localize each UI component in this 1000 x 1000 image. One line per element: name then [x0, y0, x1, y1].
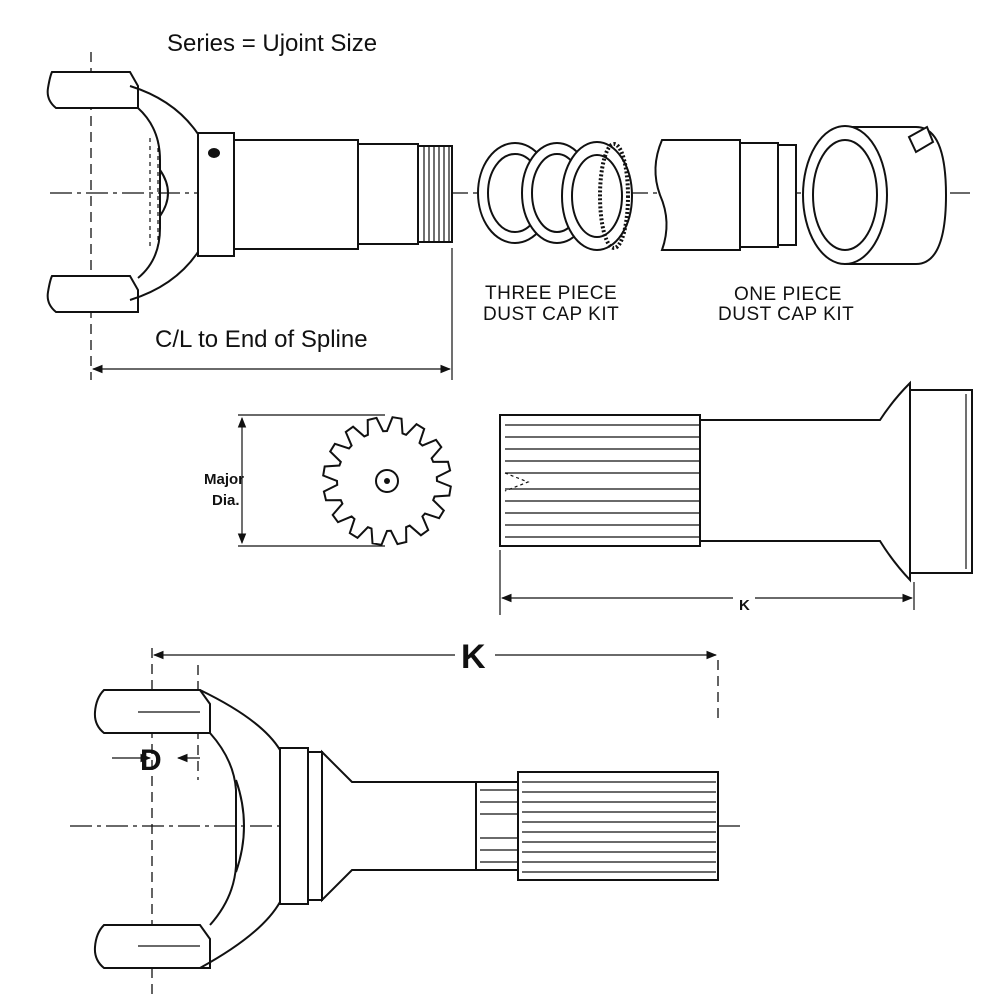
- one-piece-label-line2: DUST CAP KIT: [718, 304, 854, 325]
- spline-center-dot: [384, 478, 390, 484]
- top-yoke-inner: [137, 107, 161, 279]
- bottom-yoke-inner: [209, 732, 237, 926]
- three-piece-cap-inner: [571, 154, 623, 238]
- one-piece-shaft-step: [739, 142, 779, 248]
- one-piece-shaft-section: [654, 139, 741, 251]
- three-piece-dust-cap-kit-drawing: THREE PIECE DUST CAP KIT: [477, 141, 633, 325]
- one-piece-label-line1: ONE PIECE: [734, 284, 842, 305]
- bottom-spline-teeth: [522, 781, 716, 873]
- three-piece-label-line1: THREE PIECE: [485, 283, 617, 304]
- top-yoke-upper-ear: [46, 71, 139, 109]
- top-slip-yoke-drawing: C/L to End of Spline: [46, 52, 970, 380]
- bottom-spline-runout-teeth: [480, 789, 518, 863]
- cl-to-end-of-spline-label: C/L to End of Spline: [155, 326, 368, 353]
- three-piece-cap-knurl: [598, 142, 630, 250]
- d-dimension-label: D: [140, 744, 162, 777]
- top-yoke-cross: [159, 169, 169, 217]
- one-piece-grease-fitting: [907, 125, 935, 154]
- one-piece-cap-face: [802, 125, 888, 265]
- top-barrel: [233, 139, 359, 250]
- stub-k-label-background: [733, 590, 755, 610]
- three-piece-cap: [561, 141, 633, 251]
- bottom-yoke-arms: [199, 689, 281, 969]
- major-dia-label-line2: Dia.: [212, 492, 240, 509]
- one-piece-dust-cap-kit-drawing: ONE PIECE DUST CAP KIT: [654, 125, 948, 325]
- top-thread-lines: [423, 146, 450, 242]
- major-dia-label-line1: Major: [204, 471, 244, 488]
- top-threaded-end: [417, 145, 453, 243]
- bottom-spline-runout: [475, 781, 519, 871]
- stub-weld-end: [909, 389, 973, 574]
- splined-stub-shaft-drawing: K: [499, 380, 973, 615]
- bottom-yoke-cross: [235, 779, 245, 873]
- three-piece-label-line2: DUST CAP KIT: [483, 304, 619, 325]
- bottom-hub: [279, 747, 309, 905]
- bottom-spline-section: [517, 771, 719, 881]
- one-piece-cap-bore: [812, 139, 878, 251]
- top-yoke-bore-hidden: [149, 138, 159, 248]
- stub-spline-teeth: [505, 424, 700, 538]
- stub-shaft-body: [699, 380, 911, 583]
- stub-hidden-point: [504, 472, 530, 492]
- diagram-title: Series = Ujoint Size: [167, 30, 377, 57]
- bottom-k-label-background: [455, 636, 495, 674]
- bottom-shaft: [321, 749, 477, 903]
- bottom-hub-ring: [307, 751, 323, 901]
- top-neck: [357, 143, 419, 245]
- top-grease-hole: [208, 148, 220, 158]
- one-piece-shaft-groove: [777, 144, 797, 246]
- stub-k-label: K: [739, 597, 750, 614]
- spline-center-ring: [375, 469, 399, 493]
- stub-spline-section: [499, 414, 701, 547]
- bottom-k-label: K: [461, 638, 486, 676]
- top-yoke-lower-ear: [46, 275, 139, 313]
- spline-cross-section-drawing: Major Dia.: [204, 414, 452, 547]
- bottom-end-yoke-drawing: K D: [70, 636, 745, 1000]
